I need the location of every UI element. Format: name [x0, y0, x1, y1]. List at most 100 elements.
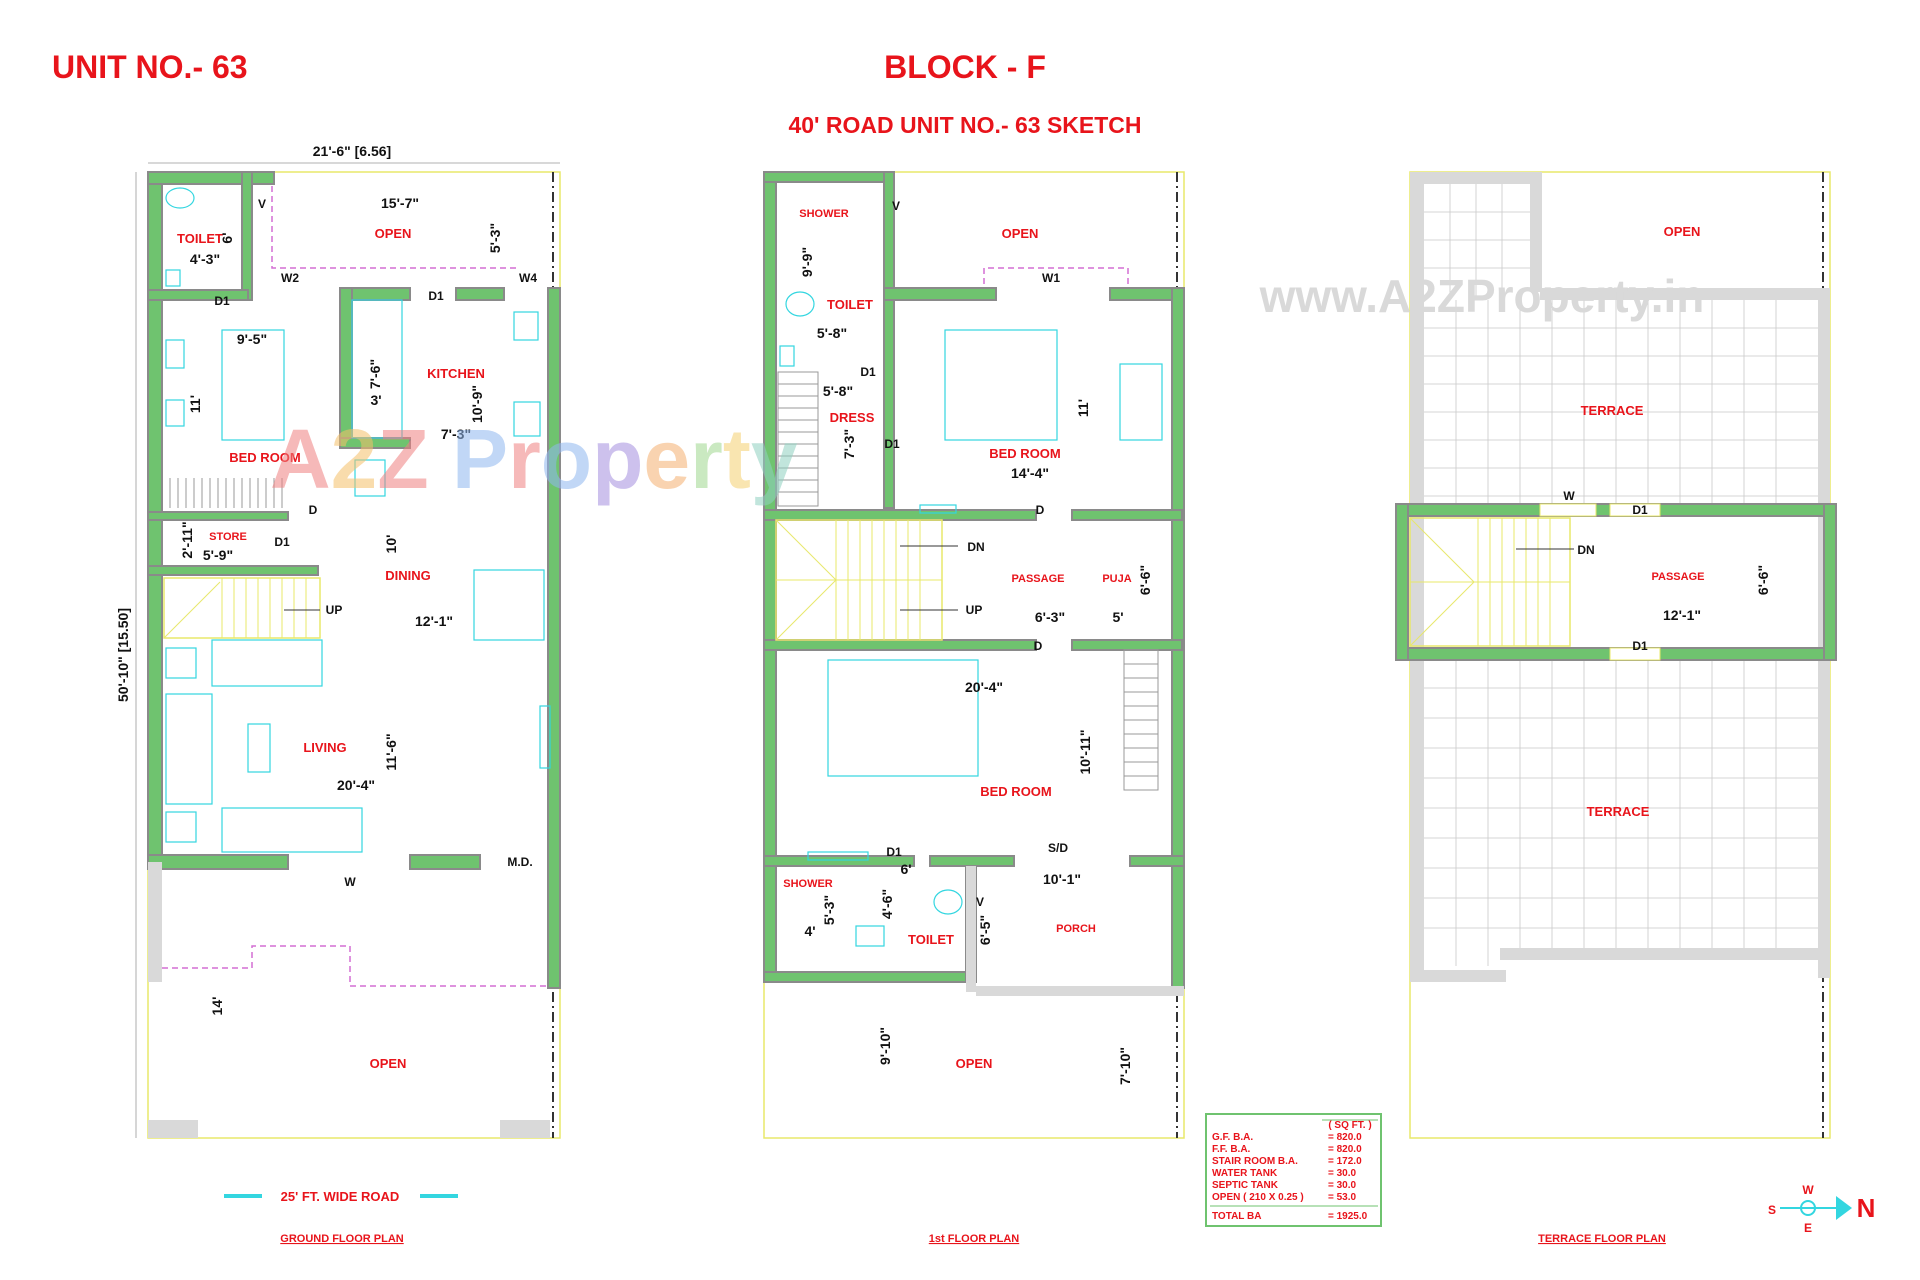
gf-wall-top-right	[455, 287, 505, 301]
tf-terrace-top-label: TERRACE	[1581, 403, 1644, 418]
first-floor-plan: SHOWER OPEN TOILET DRESS BED ROOM PASSAG…	[763, 171, 1185, 1245]
ff-shower2-height: 5'-3"	[821, 895, 837, 925]
logo-letter: p	[592, 412, 643, 506]
ff-wall-bed-top-left	[883, 287, 997, 301]
gf-store-height: 2'-11"	[179, 521, 195, 558]
tf-parapet-open	[1530, 172, 1542, 292]
gf-fridge-icon	[354, 459, 386, 497]
compass: W S E N	[1768, 1183, 1875, 1235]
gf-plot-boundary	[147, 171, 561, 1139]
ff-door-d1-toilet: D1	[886, 845, 902, 859]
ff-porch-left	[966, 866, 976, 992]
logo-letter: P	[452, 412, 508, 506]
ff-porch-width: 10'-1"	[1043, 871, 1081, 887]
ff-wall-passage-top	[763, 509, 1037, 521]
ff-shower-icon	[807, 851, 869, 861]
compass-center	[1800, 1200, 1816, 1216]
ff-porch-bottom	[976, 986, 1184, 996]
gf-bed-width: 9'-5"	[237, 331, 267, 347]
area-total-label: TOTAL BA	[1212, 1211, 1261, 1222]
tf-window-w: W	[1563, 489, 1575, 503]
gf-kit-height: 10'-9"	[469, 385, 485, 423]
gf-kitchen-counter-icon	[351, 299, 403, 439]
gf-wall-front-left	[147, 854, 289, 870]
gf-road-label: 25' FT. WIDE ROAD	[281, 1189, 400, 1204]
gf-gate-foot-left	[148, 1120, 198, 1138]
tf-parapet-bottom-l	[1410, 970, 1506, 982]
gf-dining-width: 12'-1"	[415, 613, 453, 629]
gf-basin-icon	[165, 269, 181, 287]
ff-wc2-icon	[933, 889, 963, 915]
gf-open-height: 5'-3"	[487, 223, 503, 253]
block-title: BLOCK - F	[884, 49, 1046, 85]
gf-bed-icon	[221, 329, 285, 441]
tf-terrace-bottom-label: TERRACE	[1587, 804, 1650, 819]
ff-door-d1-bed: D1	[884, 437, 900, 451]
gf-chair-icon	[165, 647, 197, 679]
ff-shower-top-label: SHOWER	[799, 208, 849, 220]
gf-underbed-hatch	[169, 478, 283, 508]
area-table-unit: ( SQ FT. )	[1328, 1120, 1371, 1131]
gf-wall-top	[147, 171, 275, 185]
ff-bed-width: 14'-4"	[1011, 465, 1049, 481]
tf-window-gap	[1539, 503, 1597, 517]
gf-kit-counter-width: 3'	[370, 392, 381, 408]
logo-letter: 2	[331, 412, 378, 506]
ff-wall-bed2-bottom-r	[1129, 855, 1185, 867]
tf-grid-top	[1424, 300, 1818, 504]
logo-letter: o	[541, 412, 592, 506]
gf-sofa-left-icon	[165, 693, 213, 805]
gf-dining-height: 10'	[383, 535, 399, 554]
unit-title: UNIT NO.- 63	[52, 49, 248, 85]
ff-open-depth-2: 7'-10"	[1117, 1047, 1133, 1085]
ff-vent-top-label: V	[892, 199, 900, 213]
ff-bed-icon	[944, 329, 1058, 441]
gf-open-width: 15'-7"	[381, 195, 419, 211]
ff-bedroom-bottom-label: BED ROOM	[980, 784, 1052, 799]
area-row-label: SEPTIC TANK	[1212, 1180, 1279, 1191]
ff-window-icon	[919, 504, 957, 514]
logo-letter	[429, 412, 452, 506]
gf-door-d1-kitchen: D1	[428, 289, 444, 303]
gf-wall-bed-bottom	[147, 511, 289, 521]
gf-wall-toilet	[241, 171, 253, 301]
ff-porch-height: 6'-5"	[977, 915, 993, 945]
ff-dress-width: 5'-8"	[823, 383, 853, 399]
area-row-value: = 172.0	[1328, 1156, 1362, 1167]
ff-wall-passage-bottom-r	[1071, 639, 1183, 651]
area-row-value: = 820.0	[1328, 1132, 1362, 1143]
tf-grid-top-left	[1424, 184, 1530, 300]
area-row-label: OPEN ( 210 X 0.25 )	[1212, 1192, 1304, 1203]
tf-stair-dn-label: DN	[1577, 543, 1594, 557]
gf-plan-title: GROUND FLOOR PLAN	[280, 1233, 403, 1245]
gf-sofa-top-icon	[211, 639, 323, 687]
gf-open-front-depth: 14'	[209, 997, 225, 1016]
ff-puja-label: PUJA	[1102, 573, 1131, 585]
area-row-value: = 820.0	[1328, 1144, 1362, 1155]
gf-open-dash	[271, 186, 520, 269]
ff-door-d-top: D	[1036, 503, 1045, 517]
ff-toilet-width: 5'-8"	[817, 325, 847, 341]
gf-side-table-icon	[165, 339, 185, 369]
ff-wall-bed2-bottom	[763, 855, 915, 867]
gf-open-top-label: OPEN	[375, 226, 412, 241]
terrace-floor-plan: OPEN TERRACE PASSAGE TERRACE 12'-1" 6'-6…	[1395, 171, 1837, 1245]
ff-wall-bed2-bottom-m	[929, 855, 1015, 867]
ff-door-d-mid: D	[1034, 639, 1043, 653]
gf-staircase	[163, 577, 321, 639]
ff-vent-bottom-label: V	[976, 895, 984, 909]
ff-dress-label: DRESS	[830, 410, 875, 425]
gf-wall-front-mid	[409, 854, 481, 870]
gf-window-w4: W4	[519, 271, 537, 285]
area-row-value: = 30.0	[1328, 1168, 1357, 1179]
tf-passage-label: PASSAGE	[1652, 571, 1705, 583]
area-total-value: = 1925.0	[1328, 1211, 1368, 1222]
tf-plan-title: TERRACE FLOOR PLAN	[1538, 1233, 1666, 1245]
gf-coffee-table-icon	[247, 723, 271, 773]
gf-side-table2-icon	[165, 399, 185, 427]
site-watermark: www.A2ZProperty.in	[1259, 270, 1705, 322]
area-row-value: = 53.0	[1328, 1192, 1357, 1203]
ff-open-top-label: OPEN	[1002, 226, 1039, 241]
gf-gate-foot-right	[500, 1120, 550, 1138]
